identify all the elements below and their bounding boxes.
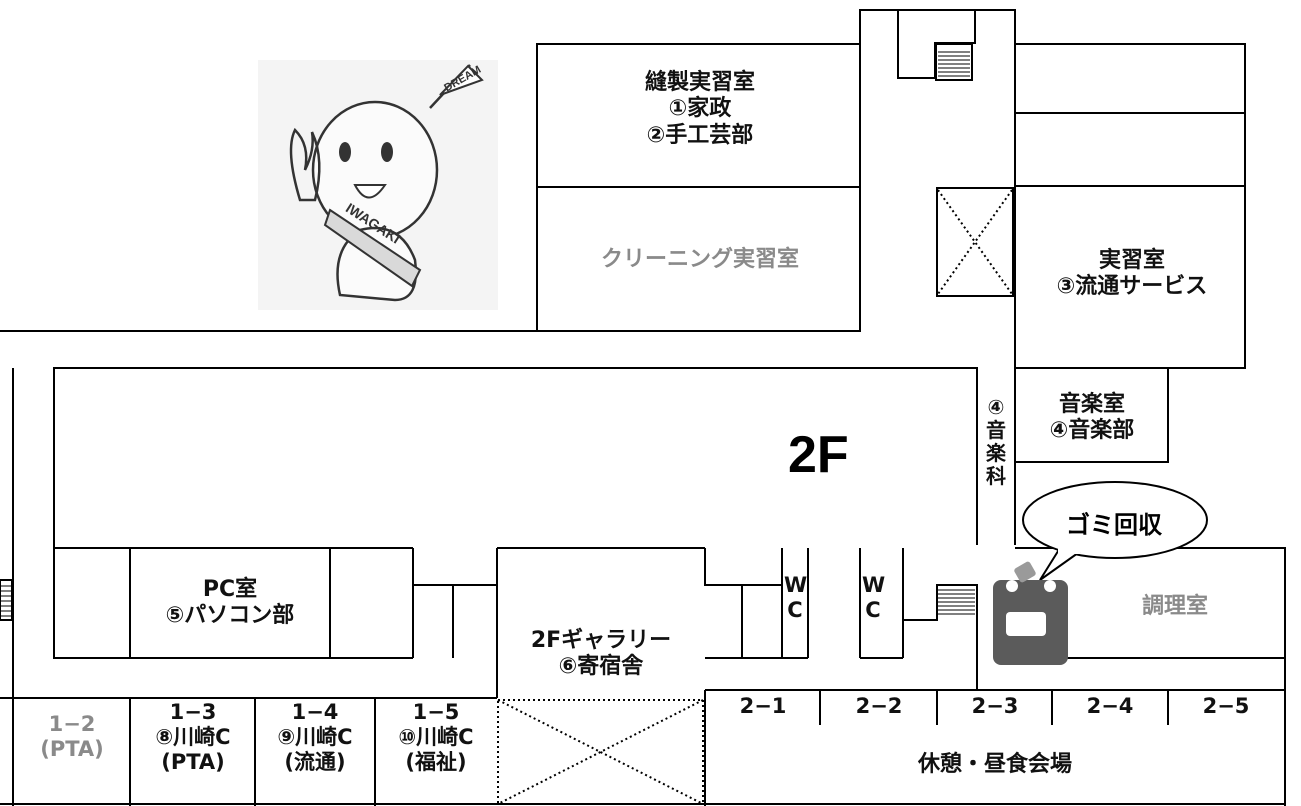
garbage-bubble [1022, 481, 1208, 581]
practice-room-label: 実習室 ③流通サービス [1056, 248, 1208, 300]
classroom-2-3-label: 2−3 [971, 694, 1019, 718]
wc-2-label: W C [862, 573, 886, 623]
floor-label: 2F [788, 426, 849, 484]
cleaning-room-label: クリーニング実習室 [600, 247, 799, 272]
music-room-label: 音楽室 ④音楽部 [1049, 392, 1135, 444]
garbage-bin-icon [993, 561, 1068, 665]
stairs-top [935, 43, 973, 81]
music-dept-label: ④ 音 楽 科 [986, 395, 1006, 488]
wc-1-label: W C [784, 573, 808, 623]
classroom-2-1-label: 2−1 [739, 694, 787, 718]
classroom-1-2-label: 1−2 (PTA) [40, 712, 104, 762]
sewing-room-label: 縫製実習室 ①家政 ②手工芸部 [644, 70, 755, 148]
void-upper [936, 187, 1014, 297]
classroom-1-4-label: 1−4 ⑨川崎C (流通) [277, 700, 353, 775]
cooking-room-label: 調理室 [1141, 594, 1208, 619]
pc-room-label: PC室 ⑤パソコン部 [165, 577, 295, 629]
gallery-label: 2Fギャラリー ⑥寄宿舎 [530, 628, 672, 680]
classroom-1-3-label: 1−3 ⑧川崎C (PTA) [155, 700, 231, 775]
classroom-2-2-label: 2−2 [855, 694, 903, 718]
classroom-2-4-label: 2−4 [1086, 694, 1134, 718]
garbage-collection-label: ゴミ回収 [1066, 511, 1162, 539]
classroom-1-5-label: 1−5 ⑩川崎C (福祉) [398, 700, 474, 775]
classroom-2-5-label: 2−5 [1202, 694, 1250, 718]
mascot-illustration [258, 60, 498, 310]
rest-area-label: 休憩・昼食会場 [917, 752, 1072, 777]
